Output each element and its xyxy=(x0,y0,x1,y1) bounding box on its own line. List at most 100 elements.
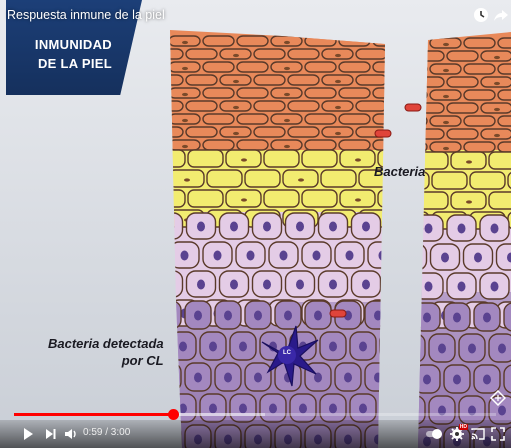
clock-icon[interactable] xyxy=(472,6,490,24)
cell xyxy=(321,170,356,187)
share-icon[interactable] xyxy=(492,6,510,24)
cell-row xyxy=(413,192,511,209)
cell-nucleus xyxy=(197,280,205,290)
cell-nucleus xyxy=(494,56,500,59)
cell xyxy=(504,365,511,393)
cell-row xyxy=(150,190,413,207)
cell-nucleus xyxy=(329,280,337,290)
cell xyxy=(254,75,285,85)
cell-row xyxy=(413,51,511,61)
cell xyxy=(356,49,387,59)
cell-nucleus xyxy=(329,404,337,414)
control-bar: 0:59 / 3:00 HD xyxy=(0,420,511,448)
cell-nucleus xyxy=(314,311,322,321)
cell xyxy=(237,36,268,46)
cell xyxy=(356,101,387,111)
bacteria-detected-line1: Bacteria detectada xyxy=(48,335,164,352)
cell xyxy=(207,170,242,187)
cell-nucleus xyxy=(346,251,354,261)
cell-nucleus xyxy=(438,344,446,354)
fullscreen-icon xyxy=(490,426,506,442)
cell-nucleus xyxy=(209,342,217,352)
cell xyxy=(288,127,319,137)
cell-nucleus xyxy=(254,311,262,321)
cell xyxy=(245,170,280,187)
cell-nucleus xyxy=(182,93,188,96)
video-title[interactable]: Respuesta inmune de la piel xyxy=(7,8,165,22)
cell-nucleus xyxy=(284,119,290,122)
cell xyxy=(186,101,217,111)
cell-nucleus xyxy=(362,222,370,232)
volume-button[interactable] xyxy=(63,426,79,442)
cell-row xyxy=(170,242,397,268)
cell-nucleus xyxy=(241,198,247,201)
bacteria-cell xyxy=(405,104,421,111)
cell-nucleus xyxy=(355,198,361,201)
cell-nucleus xyxy=(344,373,352,383)
cell-nucleus xyxy=(284,67,290,70)
cell xyxy=(498,90,511,100)
cell xyxy=(498,38,511,48)
time-display: 0:59 / 3:00 xyxy=(83,427,130,438)
autoplay-toggle[interactable] xyxy=(424,426,444,442)
settings-button[interactable]: HD xyxy=(449,426,465,442)
cell xyxy=(447,129,478,139)
cell xyxy=(498,64,511,74)
cell xyxy=(498,116,511,126)
cell xyxy=(237,88,268,98)
play-button[interactable] xyxy=(20,426,36,442)
cell xyxy=(237,62,268,72)
cell xyxy=(356,75,387,85)
fullscreen-button[interactable] xyxy=(490,426,506,442)
cell-nucleus xyxy=(284,93,290,96)
cell xyxy=(464,90,495,100)
cell-nucleus xyxy=(468,344,476,354)
bacteria-cell xyxy=(330,310,346,317)
cell-nucleus xyxy=(443,43,449,46)
cell-row xyxy=(169,140,404,150)
cell-row xyxy=(169,114,404,124)
cell-nucleus xyxy=(197,222,205,232)
cell-nucleus xyxy=(194,311,202,321)
bacteria-detected-label: Bacteria detectada por CL xyxy=(48,335,164,369)
cell-nucleus xyxy=(443,95,449,98)
cell-nucleus xyxy=(230,280,238,290)
cell xyxy=(203,36,234,46)
cell-nucleus xyxy=(182,145,188,148)
brand-title-line2: DE LA PIEL xyxy=(0,56,112,71)
next-button[interactable] xyxy=(42,426,58,442)
cell-nucleus xyxy=(284,41,290,44)
cell-nucleus xyxy=(209,404,217,414)
cell xyxy=(188,150,223,167)
cell xyxy=(305,88,336,98)
cell-nucleus xyxy=(233,132,239,135)
cell xyxy=(237,140,268,150)
cell xyxy=(504,303,511,331)
progress-bar[interactable] xyxy=(14,413,496,416)
cell-nucleus xyxy=(443,69,449,72)
cell-nucleus xyxy=(483,375,491,385)
cell-nucleus xyxy=(182,41,188,44)
cell xyxy=(203,140,234,150)
annotation-icon[interactable] xyxy=(490,390,506,406)
cell xyxy=(302,150,337,167)
cell xyxy=(203,88,234,98)
cell-nucleus xyxy=(466,160,472,163)
cell-nucleus xyxy=(453,313,461,323)
cell xyxy=(203,62,234,72)
cast-button[interactable] xyxy=(470,426,486,442)
cell xyxy=(186,49,217,59)
cell-nucleus xyxy=(233,106,239,109)
cell-nucleus xyxy=(359,404,367,414)
cell xyxy=(447,77,478,87)
lc-label: LC xyxy=(281,350,293,356)
cell-row xyxy=(414,365,511,393)
cell xyxy=(339,140,370,150)
cell xyxy=(447,103,478,113)
progress-handle[interactable] xyxy=(168,409,179,420)
cell xyxy=(305,62,336,72)
cell xyxy=(302,190,337,207)
cell xyxy=(264,190,299,207)
cell-nucleus xyxy=(254,373,262,383)
